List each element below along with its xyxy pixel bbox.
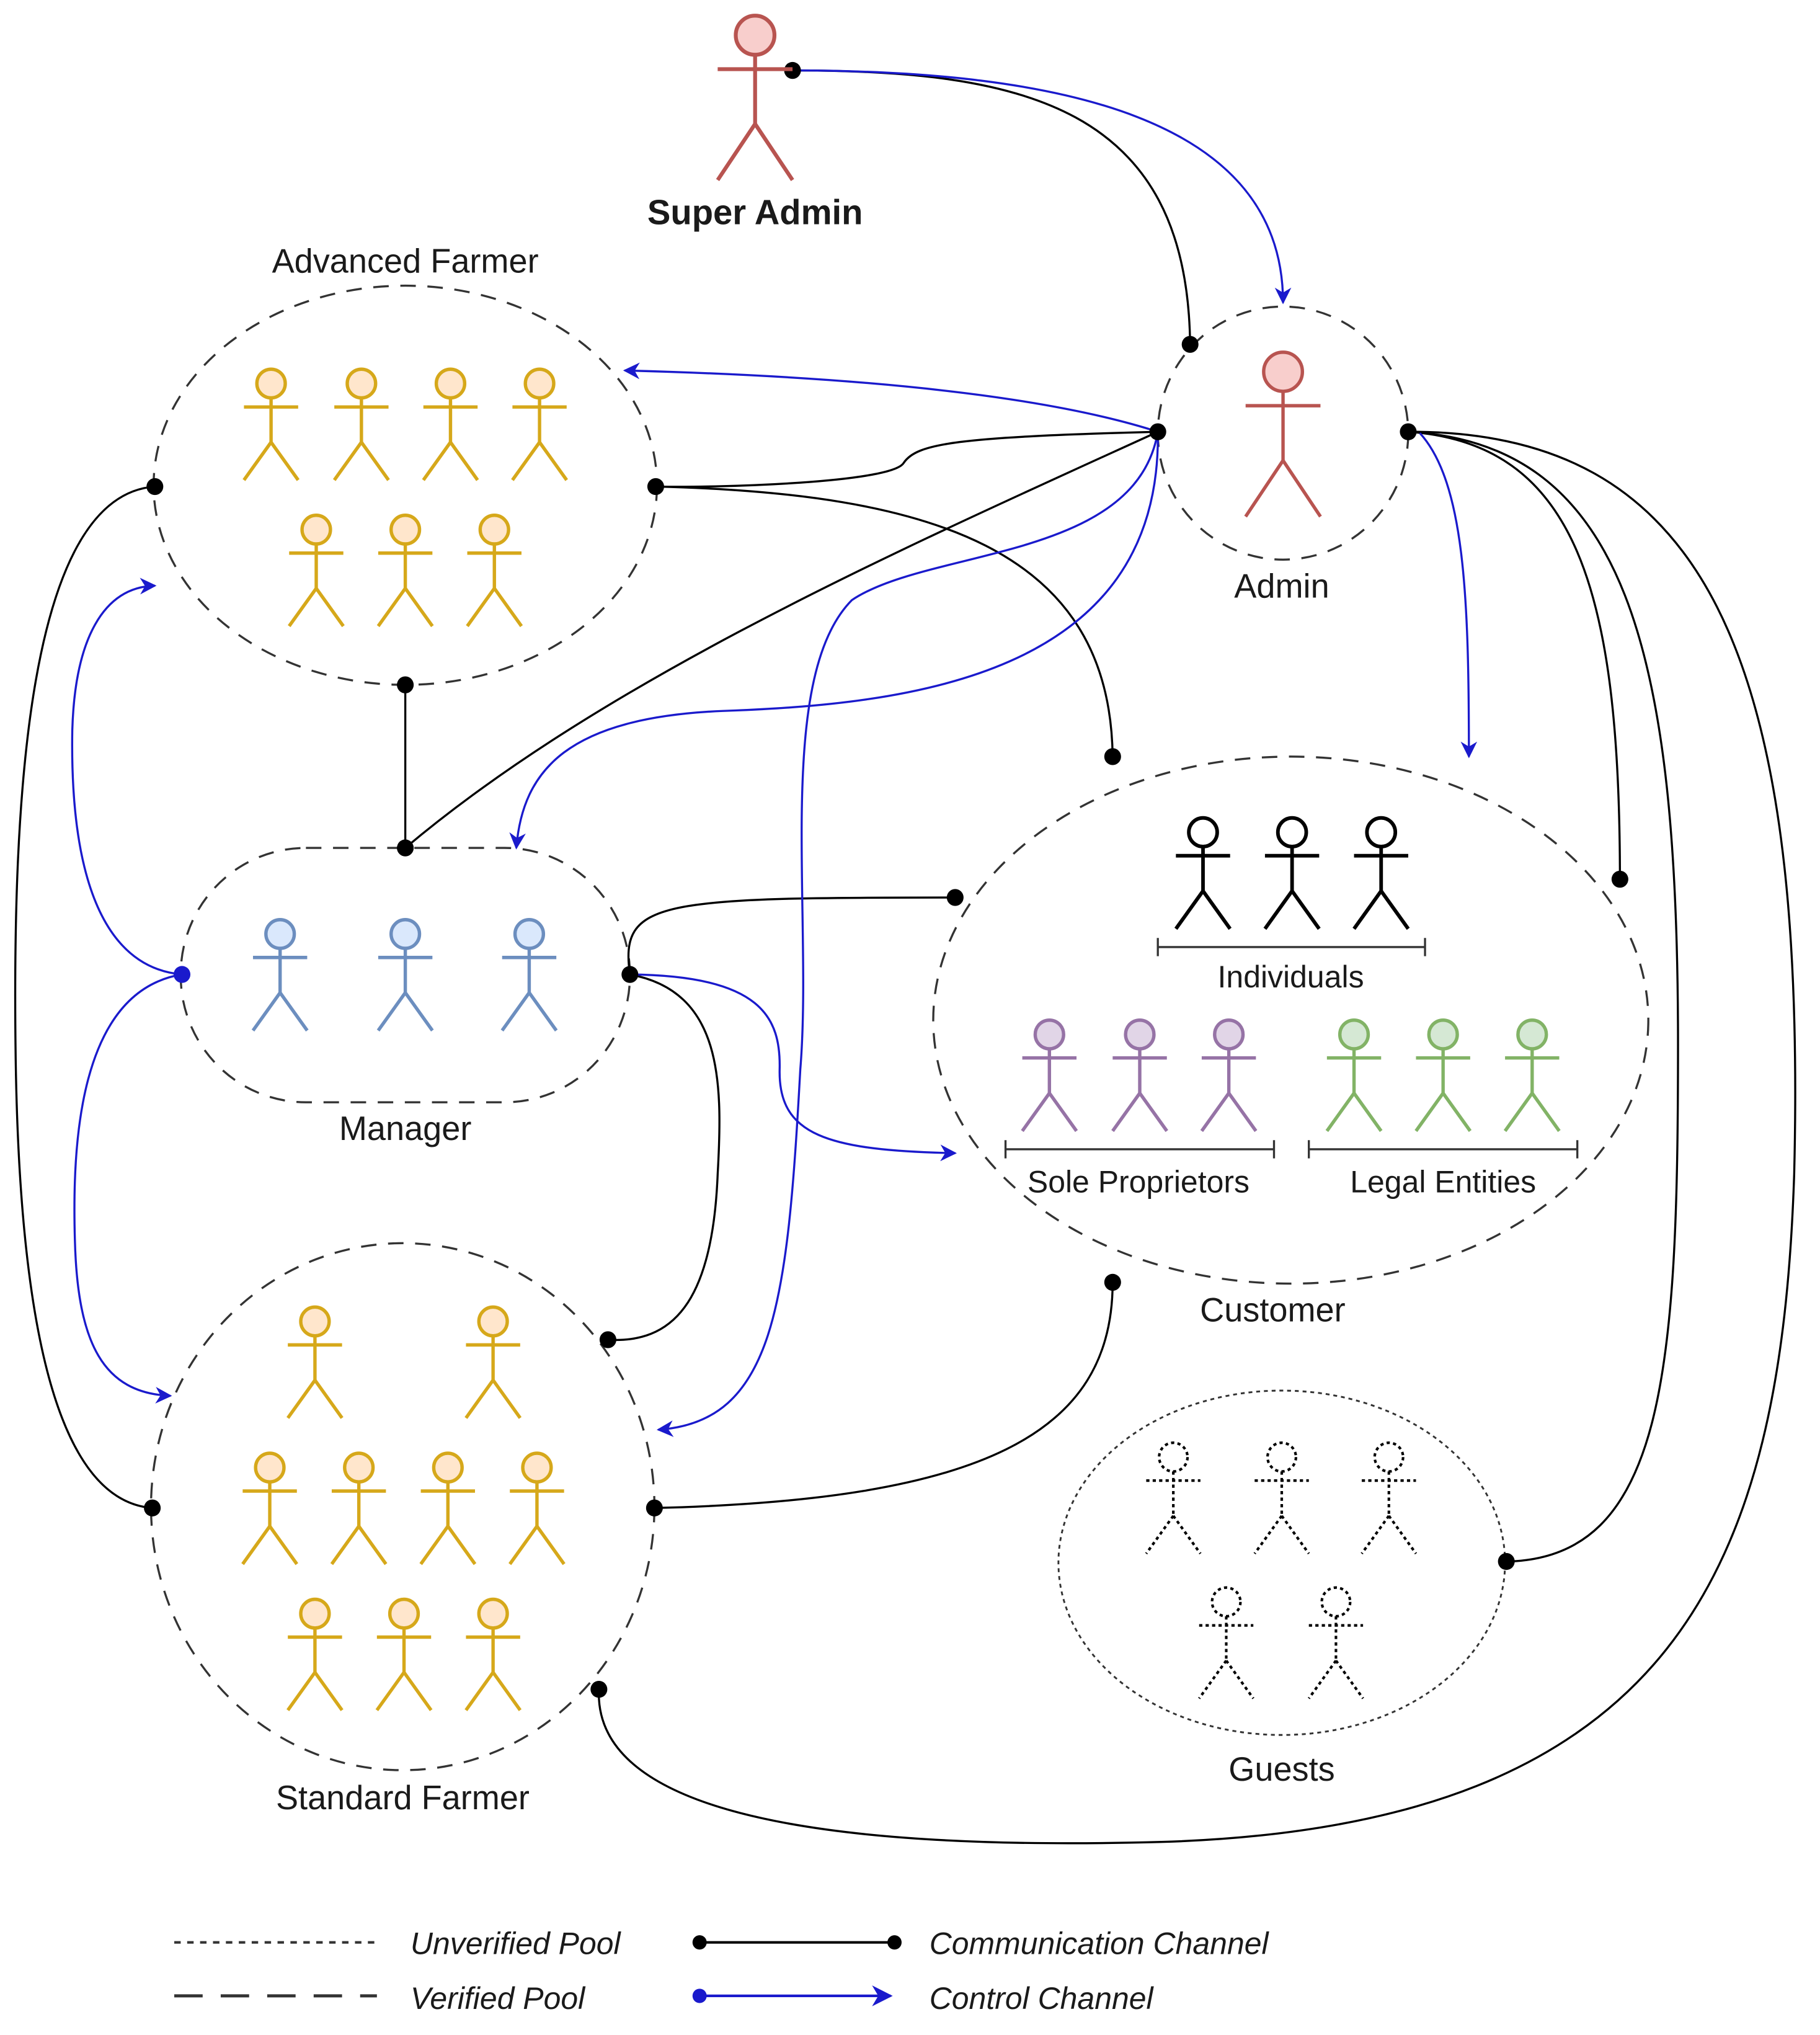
comm-admin-manager xyxy=(404,430,1158,849)
admin-label: Admin xyxy=(1234,567,1329,605)
comm-admin-standard xyxy=(598,430,1796,1845)
customer-pool xyxy=(932,755,1649,1285)
manager-control-dot xyxy=(173,966,191,983)
comm-manager-customer xyxy=(627,896,956,975)
ctrl-manager-customer xyxy=(629,973,957,1162)
ctrl-admin-manager xyxy=(509,432,1159,850)
ctrl-manager-advanced xyxy=(71,577,182,976)
sole-proprietors-label: Sole Proprietors xyxy=(1028,1164,1250,1199)
advanced-farmer-actors xyxy=(244,369,566,626)
customer-label: Customer xyxy=(1200,1291,1346,1329)
ctrl-admin-customer xyxy=(1419,432,1478,759)
super-admin-label: Super Admin xyxy=(647,192,863,231)
guests-label: Guests xyxy=(1228,1750,1334,1788)
standard-farmer-pool xyxy=(149,1242,656,1771)
individuals-label: Individuals xyxy=(1218,960,1364,994)
legend-unverified-label: Unverified Pool xyxy=(411,1926,622,1961)
super-admin-actor xyxy=(717,16,792,180)
advanced-farmer-label: Advanced Farmer xyxy=(272,242,539,280)
comm-manager-standard xyxy=(608,973,721,1342)
standard-farmer-actors xyxy=(242,1307,564,1710)
manager-actors xyxy=(253,920,556,1031)
admin-actor xyxy=(1246,352,1321,517)
advanced-farmer-pool xyxy=(153,284,659,686)
individuals-actors xyxy=(1176,818,1408,929)
legend-verified-label: Verified Pool xyxy=(411,1981,586,2016)
legend: Unverified Pool Verified Pool Communicat… xyxy=(174,1926,1269,2016)
legal-entities-actors xyxy=(1327,1020,1560,1131)
sole-proprietors-actors xyxy=(1023,1020,1256,1131)
ctrl-manager-standard xyxy=(73,973,182,1404)
subgroup-brackets xyxy=(1004,938,1579,1159)
ctrl-admin-standard xyxy=(656,431,1159,1437)
ctrl-admin-advanced xyxy=(623,362,1158,433)
standard-farmer-label: Standard Farmer xyxy=(276,1779,530,1817)
manager-label: Manager xyxy=(339,1110,472,1147)
communication-channels xyxy=(14,69,1796,1845)
comm-advanced-customer xyxy=(655,485,1114,757)
control-channels xyxy=(71,69,1478,1437)
comm-admin-customer xyxy=(1408,430,1622,879)
legal-entities-label: Legal Entities xyxy=(1350,1164,1536,1199)
ctrl-superadmin-admin xyxy=(792,69,1292,305)
connection-dots xyxy=(144,61,1628,1698)
legend-control-label: Control Channel xyxy=(930,1981,1155,2016)
comm-admin-guests xyxy=(1408,430,1679,1563)
legend-communication-label: Communication Channel xyxy=(930,1926,1270,1961)
comm-customer-standard xyxy=(654,1282,1114,1509)
guests-actors xyxy=(1146,1443,1416,1698)
comm-advanced-standard xyxy=(14,485,155,1509)
comm-admin-advanced xyxy=(655,430,1158,488)
